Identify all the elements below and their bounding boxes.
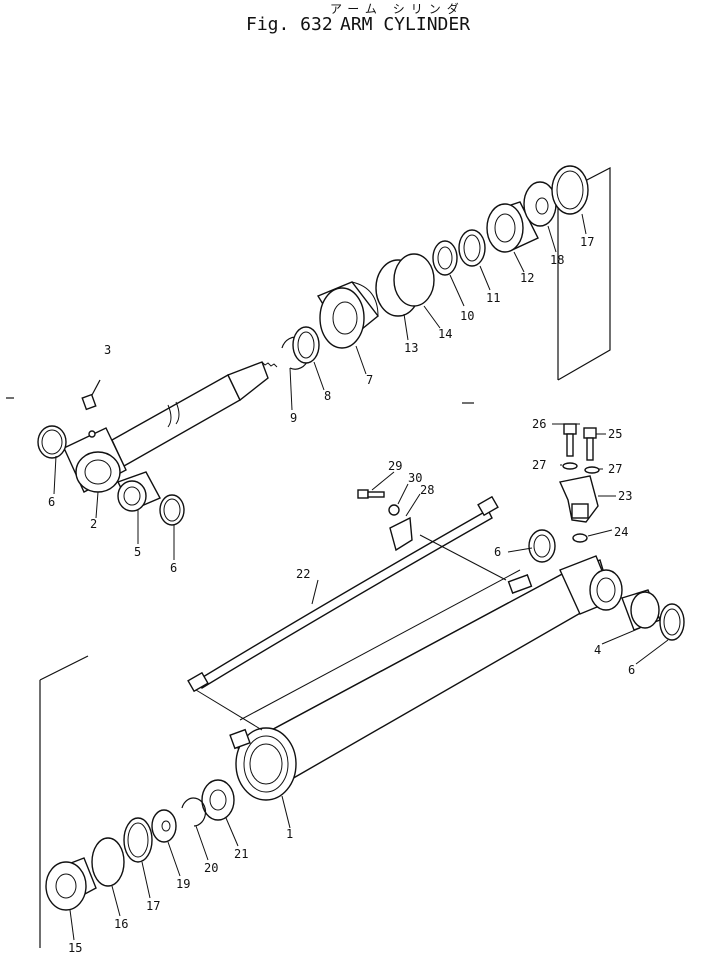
grease-fitting: [81, 379, 101, 438]
callout-17-lower: 17: [146, 899, 160, 913]
bolt-29: [357, 489, 385, 499]
leader-lines-upper: [53, 213, 587, 560]
callout-6-lower-middle: 6: [494, 545, 501, 559]
bushing-4: [621, 589, 661, 631]
dust-seal-left: [37, 425, 67, 459]
gland-12: [486, 201, 539, 253]
callout-4: 4: [594, 643, 601, 657]
bolt-25: [583, 427, 597, 461]
callout-14: 14: [438, 327, 452, 341]
snap-ring-20: [181, 797, 207, 827]
callout-1: 1: [286, 827, 293, 841]
cylinder-tube: [229, 559, 612, 801]
elbow-23: [559, 475, 599, 523]
rod-head: [63, 427, 127, 493]
clamp-28: [389, 516, 413, 552]
callout-3: 3: [104, 343, 111, 357]
dust-seal-right: [159, 494, 185, 526]
washer-30: [388, 504, 400, 516]
callout-7: 7: [366, 373, 373, 387]
figure-number: Fig. 632: [246, 14, 333, 35]
callout-24: 24: [614, 525, 628, 539]
callout-10: 10: [460, 309, 474, 323]
plate-18: [523, 181, 557, 227]
title-japanese: アーム シリンダ: [330, 2, 465, 16]
o-ring-24: [572, 533, 588, 543]
piston: [316, 281, 379, 349]
callout-22: 22: [296, 567, 310, 581]
ring-8: [292, 326, 320, 364]
callout-18: 18: [550, 253, 564, 267]
callout-8: 8: [324, 389, 331, 403]
callout-6-lower-right: 6: [628, 663, 635, 677]
bushing: [117, 471, 161, 512]
dust-seal-lower-right: [659, 603, 685, 641]
callout-6-upper-right: 6: [170, 561, 177, 575]
ring-19: [151, 809, 177, 843]
washer-27-left: [562, 462, 578, 470]
upper-frame: [557, 167, 611, 381]
washer-27-right: [584, 466, 600, 474]
collar-10: [432, 240, 458, 276]
piston-ring-14: [393, 253, 435, 307]
callout-29: 29: [388, 459, 402, 473]
callout-2: 2: [90, 517, 97, 531]
callout-9: 9: [290, 411, 297, 425]
callout-6-upper-left: 6: [48, 495, 55, 509]
nut-21: [201, 779, 235, 821]
callout-16: 16: [114, 917, 128, 931]
pipe-22: [187, 495, 507, 731]
piston-rod: [111, 361, 278, 467]
callout-21: 21: [234, 847, 248, 861]
leader-lines-lower: [69, 423, 669, 941]
bolt-26: [563, 423, 577, 457]
callout-30: 30: [408, 471, 422, 485]
callout-28: 28: [420, 483, 434, 497]
piston-15: [45, 857, 97, 911]
callout-27-right: 27: [608, 462, 622, 476]
seal-17-lower: [123, 817, 153, 863]
callout-12: 12: [520, 271, 534, 285]
callout-25: 25: [608, 427, 622, 441]
callout-11: 11: [486, 291, 500, 305]
callout-23: 23: [618, 489, 632, 503]
figure-title: ARM CYLINDER: [340, 14, 471, 35]
callout-15: 15: [68, 941, 82, 953]
callout-17-upper: 17: [580, 235, 594, 249]
seal-11: [458, 229, 486, 267]
callout-26: 26: [532, 417, 546, 431]
callout-27-left: 27: [532, 458, 546, 472]
cylinder-bottom: [559, 555, 623, 615]
callout-19: 19: [176, 877, 190, 891]
callout-13: 13: [404, 341, 418, 355]
seal-17-upper: [551, 165, 589, 215]
callout-5: 5: [134, 545, 141, 559]
dust-seal-lower-middle: [528, 529, 556, 563]
callout-20: 20: [204, 861, 218, 875]
lower-frame-top: [39, 655, 89, 681]
ring-16: [91, 837, 125, 887]
